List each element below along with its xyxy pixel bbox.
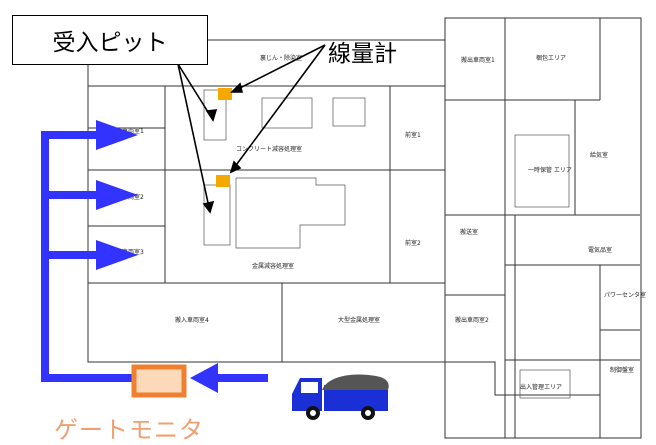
room-power-center: パワーセンタ室	[604, 291, 646, 299]
arrowhead-room3	[96, 240, 138, 270]
truck-icon	[292, 374, 389, 420]
room-temp-area: 一時保管 エリア	[528, 166, 572, 174]
room-store-area: 梱包エリア	[536, 54, 566, 62]
arrowhead-gate	[190, 363, 218, 393]
dosimeter-upper	[218, 88, 232, 100]
room-control: 制御盤室	[610, 366, 634, 374]
equipment-2	[332, 97, 366, 127]
main-building-outline	[87, 39, 446, 363]
callout-lines	[177, 44, 326, 214]
storage-box	[514, 134, 570, 208]
equipment-3	[235, 177, 346, 249]
flow-path	[41, 131, 268, 382]
room-reception4: 搬入車両室4	[175, 316, 209, 324]
pit-upper	[203, 89, 227, 141]
room-access-area: 出入管理エリア	[520, 383, 562, 391]
arrowhead-room1	[96, 120, 138, 150]
room-electrical: 電気品室	[588, 246, 612, 254]
room-front1: 前室1	[405, 131, 421, 139]
gate-callout: ゲートモニタ	[54, 416, 204, 444]
pit-lower	[203, 184, 231, 246]
room-out2: 搬出車両室2	[455, 316, 489, 324]
gate-monitor	[131, 364, 187, 398]
room-front2: 前室2	[405, 239, 421, 247]
equipment-1	[261, 97, 313, 129]
room-transport: 搬送室	[460, 228, 478, 236]
room-supply-air: 給気室	[590, 151, 608, 159]
east-building-outline	[444, 17, 642, 439]
dosimeter-lower	[216, 175, 230, 187]
room-large-metal: 大型金属処理室	[338, 316, 380, 324]
room-concrete: コンクリート減容処理室	[236, 145, 302, 153]
wall-notch	[445, 361, 505, 396]
control-box	[519, 369, 571, 399]
pit-callout: 受入ピット	[12, 15, 208, 65]
room-metal: 金属減容処理室	[252, 262, 294, 270]
flow-arrowheads	[96, 120, 218, 393]
room-out1: 搬出車両室1	[461, 56, 495, 64]
room-sorting: 裏じん・除染室	[260, 54, 302, 62]
arrowhead-room2	[96, 180, 138, 210]
meter-callout: 線量計	[328, 41, 397, 67]
room-reception1: 搬入車両室1	[110, 127, 144, 135]
